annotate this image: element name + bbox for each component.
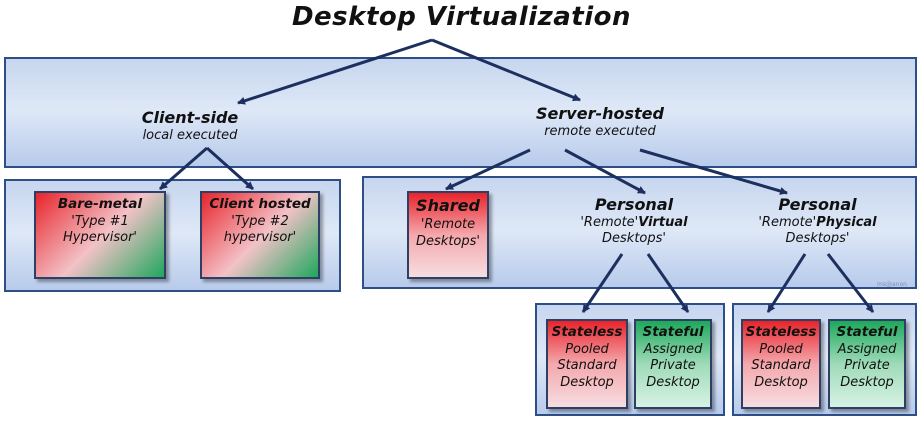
virtual-stateless-line3: Desktop	[560, 375, 614, 391]
personal-physical-line1: 'Remote'Physical	[745, 215, 890, 231]
client-hosted-title: Client hosted	[209, 196, 311, 212]
virtual-stateful-line1: Assigned	[643, 341, 703, 357]
physical-stateless-box: Stateless Pooled Standard Desktop	[741, 319, 821, 409]
bare-metal-line2: Hypervisor'	[62, 230, 137, 246]
client-side-title: Client-side	[141, 108, 239, 127]
personal-physical-line2: Desktops'	[785, 231, 850, 247]
client-hosted-line1: 'Type #2	[231, 213, 289, 229]
arrow-server-hosted-to-shared	[445, 148, 531, 191]
arrow-client-side-to-bare-metal	[159, 146, 208, 191]
arrow-root-to-client-side	[237, 38, 433, 105]
virtual-stateful-line3: Desktop	[646, 375, 700, 391]
personal-physical-emphasis: Physical	[816, 215, 877, 230]
bare-metal-line1: 'Type #1	[71, 213, 129, 229]
arrow-server-hosted-to-personal-virtual	[564, 148, 646, 195]
arrow-virtual-to-stateless	[581, 253, 624, 313]
virtual-stateful-line2: Private	[650, 358, 696, 374]
server-hosted-subtitle: remote executed	[544, 124, 656, 139]
physical-stateless-title: Stateless	[745, 324, 817, 340]
shared-line2: Desktops'	[416, 233, 480, 249]
arrow-physical-to-stateful	[826, 253, 875, 313]
shared-box: Shared 'Remote Desktops'	[407, 191, 489, 279]
personal-virtual-remote: 'Remote'	[580, 215, 639, 230]
physical-stateful-line1: Assigned	[837, 341, 897, 357]
virtual-stateless-title: Stateless	[551, 324, 623, 340]
physical-stateful-line2: Private	[844, 358, 890, 374]
client-hosted-line2: hypervisor'	[223, 230, 297, 246]
arrow-root-to-server-hosted	[431, 38, 581, 102]
top-level-panel	[4, 57, 917, 168]
arrow-virtual-to-stateful	[646, 253, 690, 313]
personal-virtual-title: Personal	[594, 195, 674, 214]
physical-stateful-title: Stateful	[836, 324, 898, 340]
diagram-title: Desktop Virtualization	[291, 2, 632, 32]
virtual-stateful-box: Stateful Assigned Private Desktop	[634, 319, 712, 409]
personal-physical-title: Personal	[778, 195, 857, 214]
client-side-node: Client-side local executed	[110, 108, 270, 144]
physical-stateful-box: Stateful Assigned Private Desktop	[828, 319, 906, 409]
shared-line1: 'Remote	[420, 216, 476, 232]
arrow-server-hosted-to-personal-physical	[639, 148, 788, 195]
watermark: ms@anon	[877, 281, 907, 288]
server-hosted-node: Server-hosted remote executed	[510, 104, 690, 140]
virtual-stateless-box: Stateless Pooled Standard Desktop	[546, 319, 628, 409]
bare-metal-box: Bare-metal 'Type #1 Hypervisor'	[34, 191, 166, 279]
personal-physical-node: Personal 'Remote'Physical Desktops'	[745, 195, 890, 248]
arrow-client-side-to-client-hosted	[206, 146, 254, 191]
personal-virtual-line2: Desktops'	[602, 231, 666, 247]
physical-stateless-line1: Pooled	[759, 341, 803, 357]
personal-virtual-line1: 'Remote'Virtual	[565, 215, 703, 231]
virtual-stateless-line1: Pooled	[565, 341, 609, 357]
server-hosted-title: Server-hosted	[536, 104, 664, 123]
physical-stateless-line3: Desktop	[754, 375, 808, 391]
bare-metal-title: Bare-metal	[57, 196, 143, 212]
physical-stateless-line2: Standard	[751, 358, 811, 374]
client-hosted-box: Client hosted 'Type #2 hypervisor'	[200, 191, 320, 279]
personal-virtual-emphasis: Virtual	[638, 215, 688, 230]
shared-title: Shared	[416, 196, 480, 215]
personal-physical-remote: 'Remote'	[758, 215, 817, 230]
virtual-stateless-line2: Standard	[557, 358, 617, 374]
virtual-stateful-title: Stateful	[642, 324, 704, 340]
physical-stateful-line3: Desktop	[840, 375, 894, 391]
personal-virtual-node: Personal 'Remote'Virtual Desktops'	[565, 195, 703, 248]
client-side-subtitle: local executed	[142, 128, 238, 143]
arrow-physical-to-stateless	[766, 253, 807, 313]
